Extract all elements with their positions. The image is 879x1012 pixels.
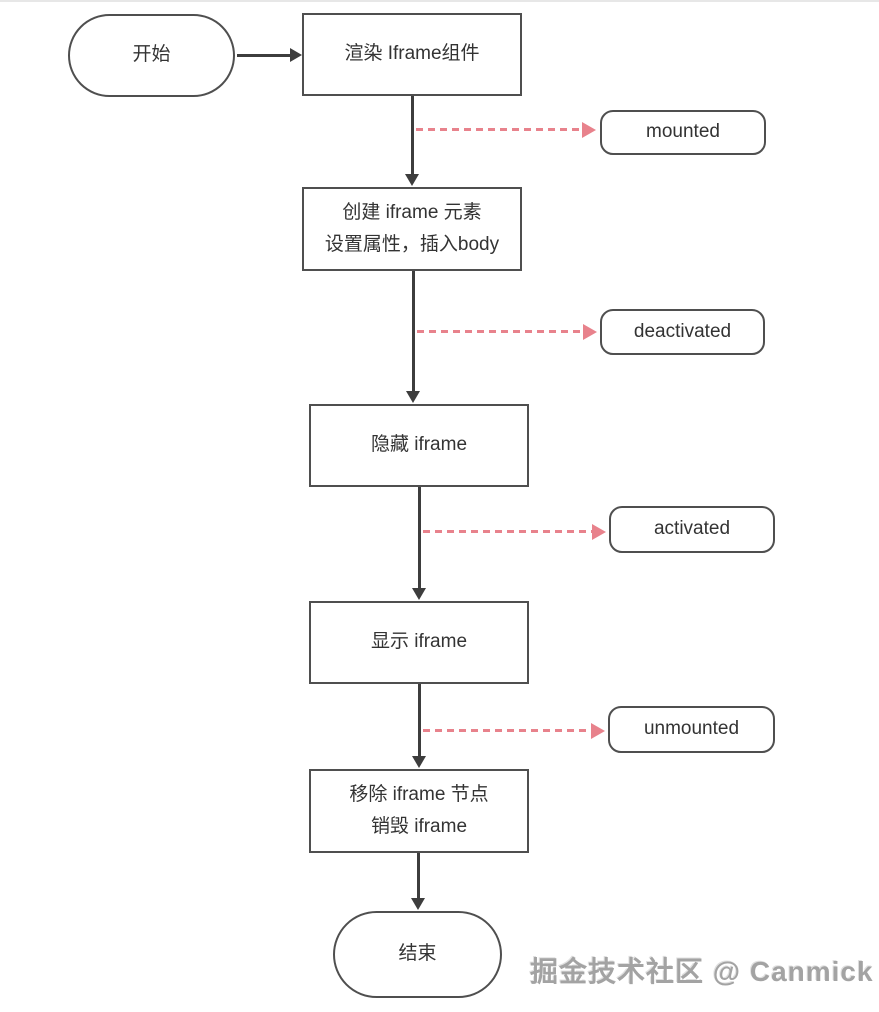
flow-node-show-iframe: 显示 iframe: [309, 601, 529, 684]
lifecycle-badge-activated: activated: [609, 506, 775, 553]
connector-start-to-render: [237, 54, 291, 57]
lifecycle-badge-unmounted: unmounted: [608, 706, 775, 753]
flow-node-show-label: 显示 iframe: [370, 631, 468, 653]
dashed-connector-unmounted: [423, 729, 591, 732]
lifecycle-badge-mounted-label: mounted: [646, 121, 720, 143]
dashed-connector-mounted: [416, 128, 582, 131]
flow-node-start: 开始: [68, 14, 235, 97]
flow-node-create-iframe: 创建 iframe 元素 设置属性，插入body: [302, 187, 522, 271]
arrowhead-down-icon: [405, 174, 419, 186]
flow-node-create-line1: 创建 iframe 元素: [342, 201, 482, 223]
arrowhead-down-icon: [412, 756, 426, 768]
dashed-arrowhead-icon: [592, 524, 606, 540]
watermark-text: 掘金技术社区 @ Canmick: [530, 956, 874, 987]
dashed-connector-activated: [423, 530, 592, 533]
lifecycle-badge-deactivated-label: deactivated: [633, 320, 732, 342]
flow-node-render-iframe-component: 渲染 Iframe组件: [302, 13, 522, 96]
dashed-arrowhead-icon: [591, 723, 605, 739]
connector-hide-to-show: [418, 487, 421, 589]
connector-show-to-remove: [418, 684, 421, 757]
flow-node-remove-iframe: 移除 iframe 节点 销毁 iframe: [309, 769, 529, 853]
flow-node-remove-line1: 移除 iframe 节点: [349, 783, 489, 805]
arrowhead-down-icon: [412, 588, 426, 600]
flow-node-end-label: 结束: [398, 943, 437, 965]
arrowhead-down-icon: [411, 898, 425, 910]
flow-node-hide-label: 隐藏 iframe: [370, 434, 468, 456]
flow-node-end: 结束: [333, 911, 502, 998]
flow-node-create-line2: 设置属性，插入body: [324, 234, 500, 255]
dashed-connector-deactivated: [417, 330, 583, 333]
arrowhead-down-icon: [406, 391, 420, 403]
lifecycle-badge-activated-label: activated: [653, 518, 731, 540]
flow-node-remove-line2: 销毁 iframe: [370, 816, 468, 837]
flow-node-hide-iframe: 隐藏 iframe: [309, 404, 529, 487]
flow-node-render-label: 渲染 Iframe组件: [344, 43, 480, 65]
connector-remove-to-end: [417, 853, 420, 899]
connector-create-to-hide: [412, 271, 415, 392]
flow-node-start-label: 开始: [132, 44, 171, 66]
dashed-arrowhead-icon: [582, 122, 596, 138]
lifecycle-badge-mounted: mounted: [600, 110, 766, 155]
lifecycle-badge-unmounted-label: unmounted: [643, 718, 740, 740]
top-divider-line: [0, 0, 879, 2]
dashed-arrowhead-icon: [583, 324, 597, 340]
arrowhead-right-icon: [290, 48, 302, 62]
lifecycle-badge-deactivated: deactivated: [600, 309, 765, 355]
connector-render-to-create: [411, 96, 414, 176]
